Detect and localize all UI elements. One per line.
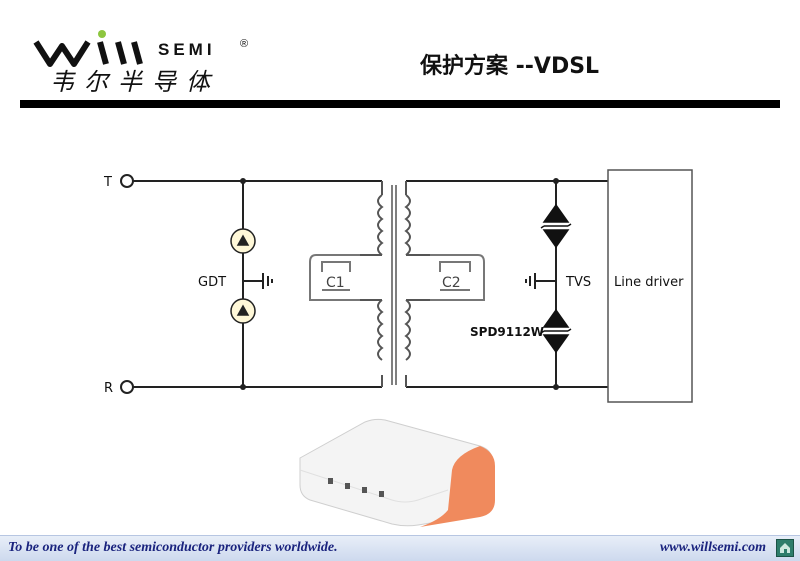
tvs-diode-top: [540, 203, 572, 249]
tvs-ground-icon: [525, 273, 536, 289]
logo-registered: ®: [240, 38, 249, 50]
terminal-t-connector: [120, 174, 134, 188]
gdt-label: GDT: [198, 275, 226, 290]
gdt-top: [230, 228, 256, 254]
modem-image: [299, 418, 495, 527]
terminal-r-connector: [120, 380, 134, 394]
footer-slogan: To be one of the best semiconductor prov…: [8, 540, 338, 555]
c1-label: C1: [326, 275, 345, 291]
logo-chinese: 韦尔半导体: [50, 68, 220, 96]
tvs-label: TVS: [565, 275, 591, 290]
part-number-label: SPD9112W: [470, 325, 544, 339]
terminal-r-label: R: [104, 381, 113, 396]
home-icon: [780, 543, 790, 553]
footer-bar: To be one of the best semiconductor prov…: [0, 535, 800, 561]
capacitor-c1: [309, 254, 360, 301]
capacitor-c2: [430, 254, 485, 301]
logo-brand: SEMI: [158, 40, 216, 59]
gdt-bottom: [230, 298, 256, 324]
home-button[interactable]: [776, 539, 794, 557]
terminal-t-label: T: [103, 175, 112, 190]
transformer: [360, 181, 430, 387]
c2-label: C2: [442, 275, 461, 291]
gdt-ground-icon: [262, 273, 273, 289]
line-driver-box: [607, 169, 693, 403]
line-driver-label: Line driver: [614, 275, 684, 290]
footer-url[interactable]: www.willsemi.com: [659, 540, 766, 555]
logo-mark: [33, 30, 143, 67]
title-divider: [20, 100, 780, 108]
tvs-diode-bottom: [540, 308, 572, 354]
vdsl-schematic: T R GDT C1 C2 TVS SPD9112W Line driver: [103, 169, 693, 527]
page-title: 保护方案 --VDSL: [420, 54, 600, 79]
